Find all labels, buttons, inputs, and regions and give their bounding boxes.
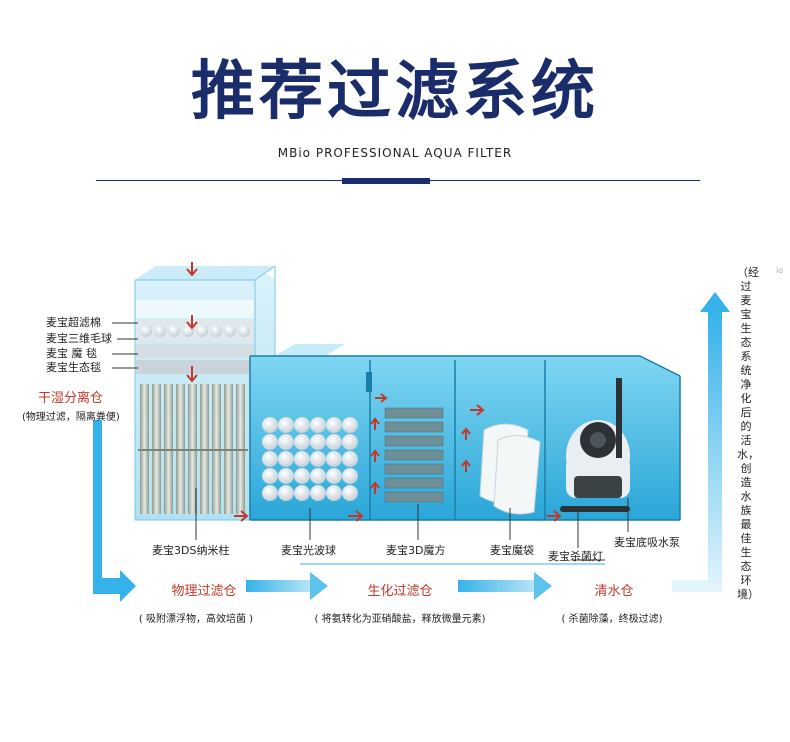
stage-biochemical-desc: ( 将氨转化为亚硝酸盐，释放微量元素) xyxy=(315,612,486,625)
stage-biochemical-title: 生化过滤仓 xyxy=(367,584,432,599)
magic-cube-block xyxy=(384,407,444,503)
light-wave-balls xyxy=(262,417,358,501)
magic-bags xyxy=(479,423,541,515)
uv-lamp xyxy=(560,506,630,512)
label-magic-bag: 麦宝魔袋 xyxy=(490,543,534,557)
label-eco-felt: 麦宝生态毯 xyxy=(46,360,101,374)
water-flow-arrows xyxy=(234,393,562,522)
stage-physical-desc: ( 吸附漂浮物，高效培菌 ) xyxy=(139,612,253,625)
leader-lines xyxy=(112,322,629,548)
big-flow-arrows xyxy=(93,292,730,602)
label-nano-rods: 麦宝3DS纳米柱 xyxy=(152,543,229,557)
corner-mark: io xyxy=(776,266,784,275)
stage-clean-water-title: 清水仓 xyxy=(594,584,633,599)
page-subtitle: MBio PROFESSIONAL AQUA FILTER xyxy=(277,146,513,160)
tower-down-arrows xyxy=(186,262,198,383)
nano-rods xyxy=(138,384,248,514)
label-3d-magic-cube: 麦宝3D魔方 xyxy=(386,543,445,557)
label-bottom-pump: 麦宝底吸水泵 xyxy=(614,535,680,549)
wool-ball-layer xyxy=(136,320,254,342)
label-magic-felt: 麦宝 魔 毯 xyxy=(46,346,97,360)
label-ultra-filter-cotton: 麦宝超滤棉 xyxy=(46,315,101,329)
dry-wet-chamber-desc: (物理过滤，隔离粪便) xyxy=(22,410,120,423)
label-light-wave-ball: 麦宝光波球 xyxy=(281,543,336,557)
stage-clean-water-desc: ( 杀菌除藻，终极过滤) xyxy=(562,612,663,625)
title-divider-accent xyxy=(342,178,430,184)
bottom-pump xyxy=(566,378,630,498)
side-note-vertical: （经过麦宝生态系统净化后的活水，创造水族最佳生态环境） xyxy=(737,266,759,601)
stage-physical-title: 物理过滤仓 xyxy=(171,584,236,599)
page-title: 推荐过滤系统 xyxy=(191,55,599,129)
label-uv-lamp: 麦宝杀菌灯 xyxy=(548,549,603,563)
label-3d-wool-ball: 麦宝三维毛球 xyxy=(46,331,112,345)
dry-wet-chamber-title: 干湿分离仓 xyxy=(38,390,103,406)
